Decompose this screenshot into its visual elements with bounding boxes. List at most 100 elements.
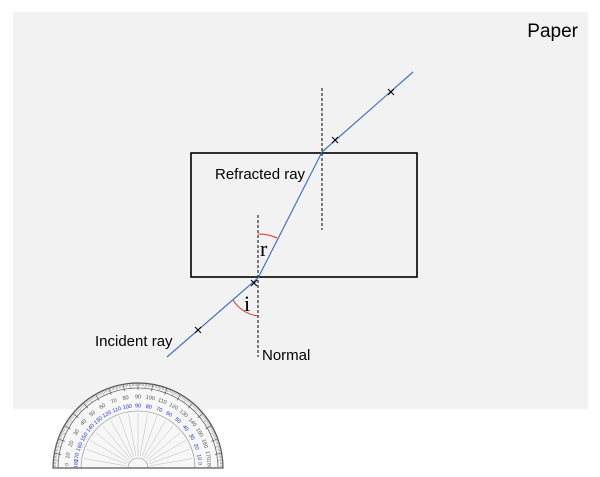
- pin-mark: [331, 136, 339, 144]
- protractor-tick: [66, 421, 70, 424]
- protractor-tick: [83, 402, 89, 409]
- protractor-scale-label: 70: [155, 406, 163, 414]
- protractor-tick: [54, 452, 62, 455]
- protractor-guide-ray: [95, 432, 129, 461]
- protractor-tick: [120, 384, 122, 388]
- protractor-scale-label: 80: [122, 395, 129, 402]
- protractor-tick: [110, 387, 112, 391]
- protractor-tick: [99, 392, 101, 396]
- protractor-tick: [205, 420, 209, 423]
- protractor-tick: [218, 450, 222, 452]
- protractor-tick: [112, 386, 115, 390]
- protractor-tick: [177, 393, 180, 397]
- protractor-tick: [205, 425, 212, 430]
- protractor-tick: [168, 389, 171, 393]
- protractor-tick: [95, 394, 100, 401]
- protractor-scale-label: 10: [65, 452, 72, 459]
- protractor-tick: [67, 420, 71, 423]
- protractor-scale-label: 180: [73, 459, 80, 468]
- paper-sheet: [13, 12, 588, 409]
- protractor-tick: [193, 405, 197, 409]
- protractor-tick: [101, 390, 105, 396]
- protractor-guide-ray: [83, 458, 127, 467]
- protractor-tick: [206, 421, 210, 424]
- emergent-ray: [321, 71, 414, 153]
- protractor-tick: [167, 388, 169, 392]
- protractor-tick: [75, 409, 79, 413]
- protractor-tick: [91, 396, 94, 400]
- protractor-tick: [187, 399, 190, 403]
- protractor-scale-label: 100: [145, 395, 155, 403]
- protractor-scale-label: 0: [64, 463, 70, 466]
- protractor-tick: [189, 401, 192, 405]
- protractor-tick: [72, 413, 79, 419]
- protractor-scale-label: 30: [187, 433, 195, 441]
- refracted-ray: [257, 151, 323, 279]
- protractor-tick: [77, 407, 82, 412]
- protractor-tick: [70, 415, 74, 418]
- protractor-tick: [78, 406, 82, 410]
- protractor-tick: [215, 441, 219, 443]
- protractor-tick: [54, 450, 58, 452]
- protractor-tick: [164, 387, 166, 391]
- pin-mark: [387, 88, 395, 96]
- protractor-tick: [188, 400, 191, 404]
- protractor-guide-ray: [139, 413, 148, 457]
- protractor-guide-ray: [102, 425, 131, 459]
- protractor-scale-label: 120: [102, 410, 113, 420]
- protractor-scale-label: 180: [205, 460, 211, 469]
- protractor-scale-label: 30: [73, 429, 81, 437]
- protractor-tick: [176, 392, 179, 396]
- protractor-tick: [107, 388, 109, 392]
- protractor-tick: [196, 408, 200, 412]
- protractor-tick: [182, 396, 185, 400]
- angle-i-label: i: [244, 291, 250, 316]
- protractor-tick: [210, 429, 214, 431]
- protractor-tick: [157, 385, 159, 389]
- protractor-tick: [160, 386, 162, 390]
- protractor-tick: [56, 444, 60, 446]
- protractor-scale-label: 100: [122, 404, 132, 412]
- protractor-guide-ray: [145, 425, 174, 459]
- protractor-tick: [68, 419, 73, 423]
- protractor-tick: [60, 433, 64, 435]
- protractor-tick: [216, 444, 220, 446]
- protractor-guide-ray: [148, 440, 186, 463]
- protractor-tick: [84, 401, 87, 405]
- protractor-tick: [90, 397, 93, 401]
- angle-r-arc: [257, 233, 278, 239]
- protractor-tick: [60, 431, 66, 435]
- protractor-guide-ray: [86, 449, 127, 465]
- protractor-tick: [62, 429, 66, 431]
- protractor-tick: [121, 384, 123, 388]
- protractor-guide-ray: [141, 416, 157, 457]
- protractor-ticks: [53, 383, 223, 469]
- protractor-tick: [154, 384, 156, 388]
- pin-mark: [194, 326, 202, 334]
- protractor-guide-ray: [149, 449, 190, 465]
- protractor-tick: [202, 415, 206, 418]
- protractor-tick: [153, 384, 155, 388]
- protractor-tick: [210, 427, 214, 430]
- protractor-tick: [209, 426, 213, 429]
- protractor-tick: [86, 399, 89, 403]
- protractor-tick: [56, 442, 60, 445]
- protractor-tick: [156, 385, 158, 389]
- protractor-scale-label: 90: [135, 403, 141, 409]
- protractor-tick: [180, 395, 182, 398]
- protractor-scale-label: 40: [181, 424, 190, 433]
- angle-r-label: r: [260, 236, 268, 261]
- protractor-tick: [181, 395, 184, 399]
- protractor-tick: [217, 448, 221, 450]
- protractor-tick: [176, 394, 181, 401]
- protractor-guide-ray: [147, 432, 181, 461]
- protractor-tick: [117, 385, 119, 389]
- paper-label: Paper: [527, 21, 578, 42]
- protractor-guide-ray: [119, 416, 135, 457]
- protractor-tick: [85, 400, 88, 404]
- glass-block: [190, 152, 418, 278]
